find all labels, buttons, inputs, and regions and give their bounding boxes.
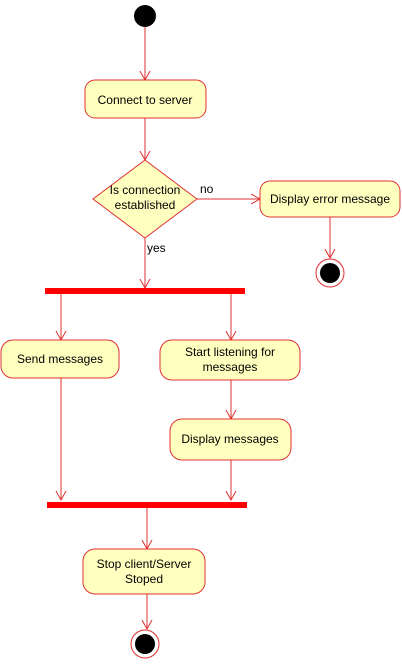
action-label-line1: Stop client/Server: [97, 557, 192, 571]
arrowhead: [141, 619, 153, 631]
final-node-error: [315, 258, 345, 288]
action-label: Display error message: [270, 192, 390, 206]
action-start-listening: Start listening for messages: [159, 339, 301, 381]
action-label-line2: Stoped: [125, 572, 163, 586]
action-display-messages: Display messages: [169, 418, 292, 461]
action-display-error-message: Display error message: [259, 180, 401, 218]
action-label-line1: Start listening for: [185, 345, 275, 359]
final-node-core: [135, 634, 155, 654]
action-label: Connect to server: [98, 93, 193, 107]
action-box: [169, 418, 292, 461]
action-box: [82, 548, 206, 595]
action-send-messages: Send messages: [0, 339, 120, 379]
action-label-line2: messages: [203, 360, 258, 374]
join-bar: [47, 502, 247, 508]
decision-diamond: [92, 159, 198, 239]
action-label: Send messages: [17, 352, 103, 366]
arrowhead: [324, 248, 336, 260]
action-connect-to-server: Connect to server: [84, 79, 207, 119]
edge-label-no: no: [200, 182, 214, 196]
arrowhead: [55, 490, 67, 502]
initial-node: [134, 5, 156, 27]
fork-bar: [45, 288, 245, 294]
action-box: [159, 339, 301, 381]
decision-connection-established: Is connection established: [92, 159, 198, 239]
action-label: Display messages: [181, 432, 278, 446]
final-node-end: [130, 629, 160, 659]
action-box: [0, 339, 120, 379]
decision-label-line2: established: [115, 198, 176, 212]
edge-label-yes: yes: [147, 241, 166, 255]
final-node-core: [320, 263, 340, 283]
arrowhead: [225, 490, 237, 502]
action-box: [259, 180, 401, 218]
action-stop-client-server: Stop client/Server Stoped: [82, 548, 206, 595]
action-box: [84, 79, 207, 119]
decision-label-line1: Is connection: [110, 183, 181, 197]
